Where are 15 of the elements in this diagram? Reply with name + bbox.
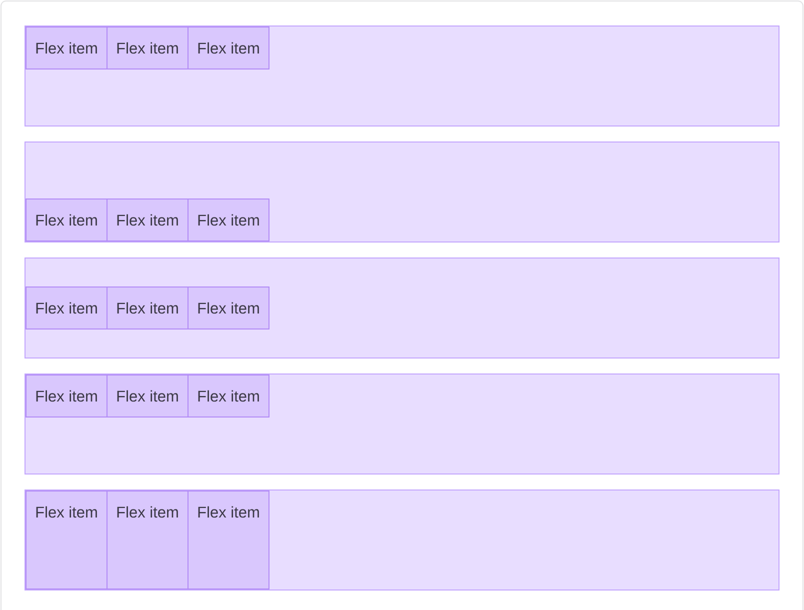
flex-item: Flex item xyxy=(188,490,270,590)
flex-item: Flex item xyxy=(188,286,270,330)
flex-item: Flex item xyxy=(26,26,108,70)
flex-item: Flex item xyxy=(106,490,188,590)
flex-item: Flex item xyxy=(106,374,188,418)
flex-item: Flex item xyxy=(26,198,108,242)
flex-item: Flex item xyxy=(26,490,108,590)
flex-item: Flex item xyxy=(188,198,270,242)
flex-item: Flex item xyxy=(26,374,108,418)
flex-item: Flex item xyxy=(188,26,270,70)
flex-item: Flex item xyxy=(106,198,188,242)
flex-item: Flex item xyxy=(106,26,188,70)
flex-item: Flex item xyxy=(106,286,188,330)
flex-item: Flex item xyxy=(188,374,270,418)
flex-item: Flex item xyxy=(26,286,108,330)
